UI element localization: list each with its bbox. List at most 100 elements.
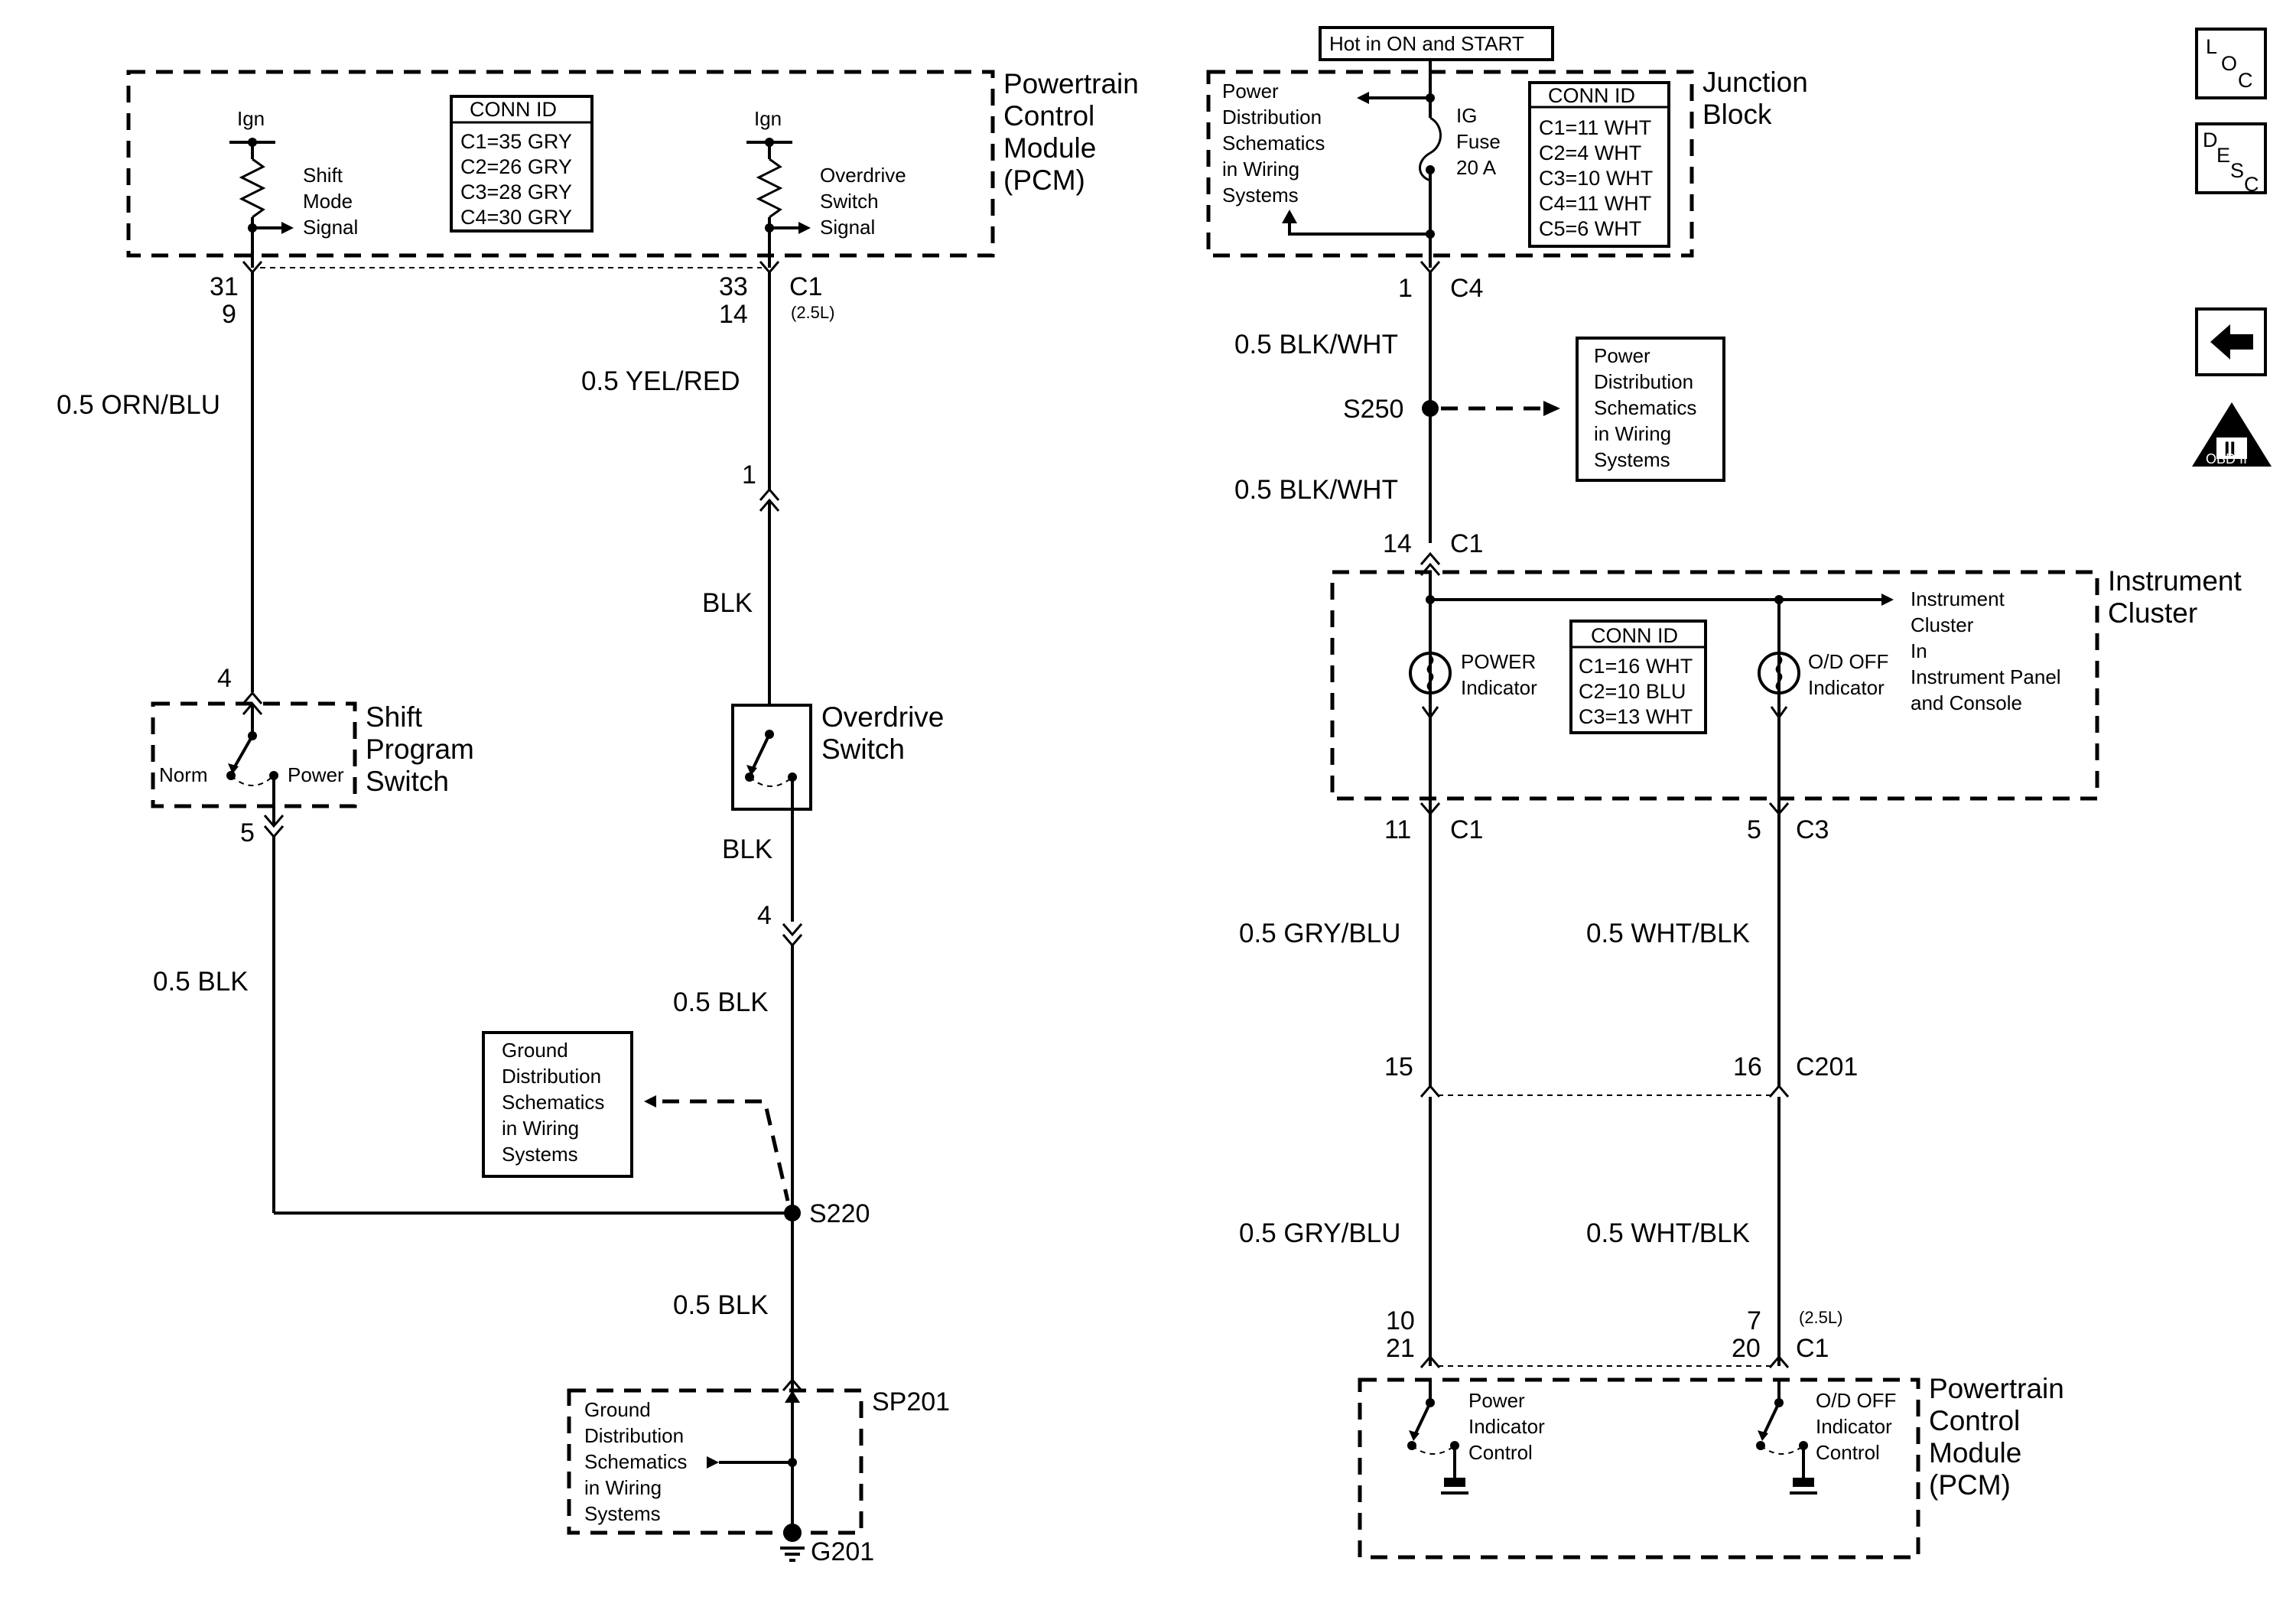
sp201-text-3: Schematics bbox=[584, 1450, 687, 1473]
junction-conn-row-5: C5=6 WHT bbox=[1539, 217, 1641, 240]
obd-ii-badge[interactable]: II OBD II bbox=[2192, 402, 2272, 467]
shift-switch-title-1: Shift bbox=[366, 701, 423, 733]
ground-dist-box bbox=[482, 1031, 633, 1178]
shift-power-label: Power bbox=[288, 763, 344, 786]
sp201-text-2: Distribution bbox=[584, 1424, 684, 1447]
junction-pd-2: Distribution bbox=[1222, 106, 1322, 128]
junction-conn-table bbox=[1528, 81, 1670, 248]
power-dist-4: in Wiring bbox=[1594, 422, 1671, 445]
fuse-icon bbox=[1419, 116, 1442, 182]
splice-s220 bbox=[784, 1205, 801, 1221]
splice-s250 bbox=[1422, 400, 1439, 417]
junction-conn-row-3: C3=10 WHT bbox=[1539, 167, 1653, 190]
od-off-indicator-2: Indicator bbox=[1808, 676, 1885, 699]
power-ctrl-3: Control bbox=[1468, 1441, 1533, 1464]
cluster-title-2: Cluster bbox=[2108, 597, 2197, 629]
od-switch-signal-1: Overdrive bbox=[820, 164, 906, 187]
od-ctrl-2: Indicator bbox=[1816, 1415, 1892, 1438]
pin-5-shift: 5 bbox=[240, 818, 255, 847]
pcm-conn-row-2: C2=26 GRY bbox=[460, 155, 572, 178]
junction-conn-row-2: C2=4 WHT bbox=[1539, 141, 1641, 164]
pcm-bottom-title-3: Module bbox=[1929, 1437, 2021, 1469]
pcm-bottom-title-2: Control bbox=[1929, 1405, 2020, 1436]
hot-label-box bbox=[1319, 26, 1554, 61]
wire-blk-right: 0.5 BLK bbox=[673, 987, 769, 1017]
junction-pd-5: Systems bbox=[1222, 184, 1299, 207]
hot-label: Hot in ON and START bbox=[1329, 32, 1524, 55]
shift-mode-signal-1: Shift bbox=[303, 164, 343, 187]
cluster-conn-row-2: C2=10 BLU bbox=[1579, 680, 1686, 703]
pin-10: 10 bbox=[1386, 1306, 1415, 1335]
od-ctrl-1: O/D OFF bbox=[1816, 1389, 1896, 1412]
pin-31: 31 bbox=[210, 272, 239, 301]
ground-g201-icon bbox=[783, 1524, 802, 1542]
cluster-note-1: Instrument bbox=[1911, 587, 2005, 610]
pin-33: 33 bbox=[719, 272, 748, 301]
power-dist-1: Power bbox=[1594, 344, 1650, 367]
conn-c1-cluster-out: C1 bbox=[1450, 815, 1483, 844]
pin-21: 21 bbox=[1386, 1334, 1415, 1363]
fuse-label-1: IG bbox=[1456, 104, 1477, 127]
ground-od-icon bbox=[1793, 1478, 1814, 1487]
cluster-note-4: Instrument Panel bbox=[1911, 665, 2061, 688]
pcm-top-title-4: (PCM) bbox=[1003, 164, 1085, 196]
wire-gry-blu-1: 0.5 GRY/BLU bbox=[1239, 919, 1400, 948]
pin-4-od: 4 bbox=[757, 901, 772, 930]
obd-triangle-icon bbox=[2192, 402, 2272, 467]
pcm-top-title-3: Module bbox=[1003, 132, 1096, 164]
loc-letter-2: O bbox=[2221, 52, 2237, 75]
ground-dist-4: in Wiring bbox=[502, 1117, 579, 1140]
pcm-top-title-2: Control bbox=[1003, 100, 1094, 132]
fuse-label-2: Fuse bbox=[1456, 130, 1501, 153]
back-button[interactable] bbox=[2195, 307, 2267, 376]
pin-1-left: 1 bbox=[742, 460, 756, 490]
od-switch-title-1: Overdrive bbox=[821, 701, 944, 733]
od-ctrl-3: Control bbox=[1816, 1441, 1880, 1464]
power-dist-box bbox=[1576, 337, 1725, 482]
pcm-conn-row-3: C3=28 GRY bbox=[460, 181, 572, 203]
ground-g201-label: G201 bbox=[811, 1537, 874, 1566]
loc-button[interactable]: L O C bbox=[2195, 28, 2267, 99]
power-indicator-2: Indicator bbox=[1461, 676, 1537, 699]
od-switch-box bbox=[731, 704, 812, 811]
od-switch-signal-2: Switch bbox=[820, 190, 879, 213]
pin-14: 14 bbox=[719, 300, 748, 329]
obd-mark: II bbox=[2224, 437, 2236, 460]
junction-pd-3: Schematics bbox=[1222, 132, 1325, 154]
ign-left-label: Ign bbox=[237, 107, 265, 130]
shift-switch-box bbox=[151, 701, 357, 808]
od-switch-title-2: Switch bbox=[821, 733, 905, 765]
ground-dist-1: Ground bbox=[502, 1039, 568, 1062]
sp201-text-4: in Wiring bbox=[584, 1476, 662, 1499]
wire-blk-bottom: 0.5 BLK bbox=[673, 1290, 769, 1320]
pin-11-c1: 11 bbox=[1384, 815, 1411, 844]
shift-switch-title-3: Switch bbox=[366, 766, 449, 797]
wire-blk-wht-2: 0.5 BLK/WHT bbox=[1234, 475, 1398, 505]
wire-blk-left: 0.5 BLK bbox=[153, 967, 249, 997]
power-ctrl-1: Power bbox=[1468, 1389, 1525, 1412]
ground-dist-2: Distribution bbox=[502, 1065, 601, 1088]
cluster-note-2: Cluster bbox=[1911, 613, 1974, 636]
pin-15-c201: 15 bbox=[1384, 1052, 1413, 1081]
wire-wht-blk-2: 0.5 WHT/BLK bbox=[1586, 1218, 1750, 1248]
wire-gry-blu-2: 0.5 GRY/BLU bbox=[1239, 1218, 1400, 1248]
shift-mode-signal-3: Signal bbox=[303, 216, 358, 239]
engine-note-left: (2.5L) bbox=[791, 303, 834, 322]
cluster-conn-row-1: C1=16 WHT bbox=[1579, 655, 1693, 678]
resistor-right-icon bbox=[756, 158, 783, 219]
junction-title-2: Block bbox=[1702, 99, 1772, 130]
shift-norm-label: Norm bbox=[159, 763, 208, 786]
left-arrow-icon bbox=[2210, 324, 2253, 359]
cluster-conn-header: CONN ID bbox=[1591, 624, 1678, 647]
ground-dist-5: Systems bbox=[502, 1143, 578, 1166]
od-off-lamp-icon bbox=[1758, 652, 1800, 694]
resistor-left-icon bbox=[239, 158, 266, 219]
cluster-note-5: and Console bbox=[1911, 691, 2022, 714]
desc-letter-4: C bbox=[2244, 173, 2259, 196]
desc-button[interactable]: D E S C bbox=[2195, 122, 2267, 196]
pcm-top-title-1: Powertrain bbox=[1003, 68, 1139, 99]
pcm-bottom-title-1: Powertrain bbox=[1929, 1373, 2064, 1404]
pin-1-c4: 1 bbox=[1398, 274, 1413, 303]
pcm-conn-table bbox=[450, 95, 594, 233]
